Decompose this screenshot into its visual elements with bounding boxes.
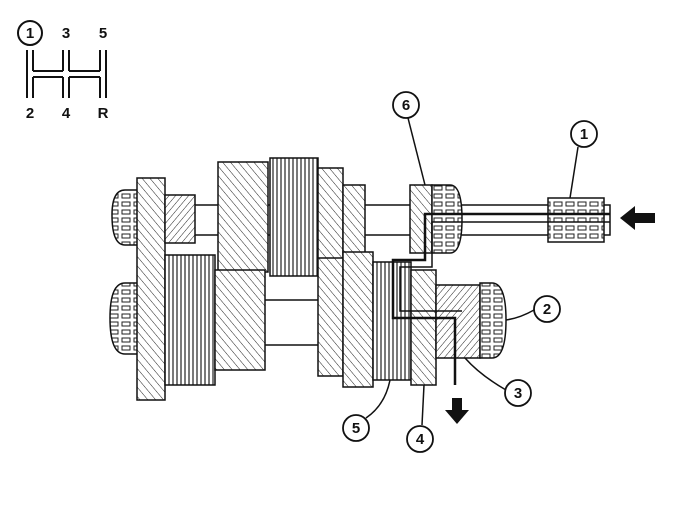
upper-right-gear bbox=[431, 184, 463, 254]
callout-1: 1 bbox=[569, 120, 598, 199]
lower-left-bearing bbox=[109, 282, 141, 355]
callout-3-label: 3 bbox=[514, 385, 522, 402]
callout-4-label: 4 bbox=[416, 431, 425, 448]
shift-gear-R: R bbox=[98, 105, 109, 122]
output-arrow bbox=[445, 398, 469, 424]
input-arrow bbox=[620, 206, 655, 230]
upper-left-gear bbox=[164, 194, 196, 244]
callout-4: 4 bbox=[406, 384, 434, 453]
callout-2-label: 2 bbox=[543, 301, 551, 318]
callout-6: 6 bbox=[392, 91, 426, 186]
gearbox-assembly bbox=[109, 157, 611, 401]
selected-gear-circle bbox=[17, 20, 43, 46]
callout-3: 3 bbox=[464, 357, 532, 407]
shift-pattern: 1 3 5 2 4 R bbox=[17, 20, 109, 122]
upper-gear-c bbox=[342, 184, 366, 256]
shift-gear-5: 5 bbox=[99, 25, 107, 42]
callout-5: 5 bbox=[342, 379, 391, 442]
lower-output-gear bbox=[435, 284, 481, 359]
shift-gear-4: 4 bbox=[62, 105, 71, 122]
lower-gear-c bbox=[342, 251, 374, 388]
lower-gear-4 bbox=[410, 269, 437, 386]
callout-1-label: 1 bbox=[580, 126, 588, 143]
upper-gear-b bbox=[317, 167, 344, 269]
shift-gear-1: 1 bbox=[26, 25, 34, 42]
callout-6-label: 6 bbox=[402, 97, 410, 114]
lower-synchro-a bbox=[164, 254, 216, 386]
shift-gear-3: 3 bbox=[62, 25, 70, 42]
callout-5-label: 5 bbox=[352, 420, 360, 437]
shift-gate-lines bbox=[26, 50, 107, 98]
shift-gear-2: 2 bbox=[26, 105, 34, 122]
upper-gear-6 bbox=[409, 184, 433, 254]
lower-gear-a bbox=[214, 269, 266, 371]
upper-synchro-a bbox=[269, 157, 319, 277]
upper-gear-a bbox=[217, 161, 269, 273]
input-shaft-splined bbox=[547, 197, 605, 243]
lower-right-bearing bbox=[479, 282, 507, 359]
callout-2: 2 bbox=[505, 295, 561, 323]
upper-left-bearing bbox=[111, 189, 141, 246]
left-gear-plate bbox=[136, 177, 166, 401]
lower-gear-b bbox=[317, 257, 344, 377]
power-flow-path bbox=[391, 212, 610, 385]
